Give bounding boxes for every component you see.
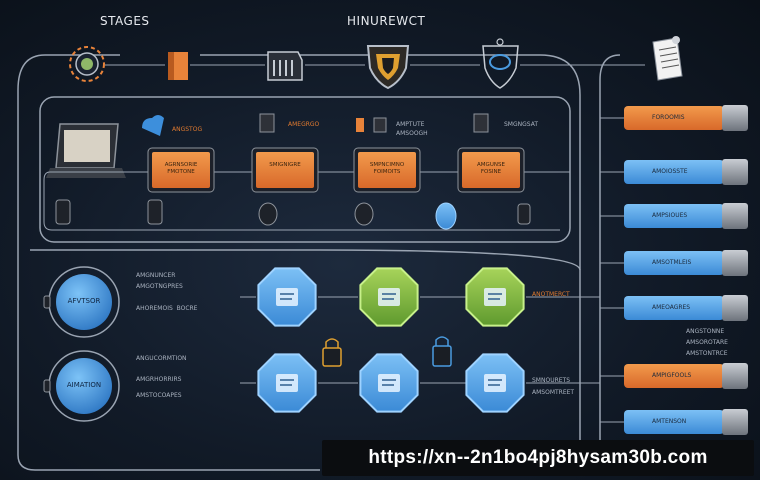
- right-bracket: [599, 54, 621, 453]
- chart-icon: [378, 374, 400, 392]
- folder-icon: [484, 288, 506, 306]
- stage-card-label: AGRNSORIE FMOTONE: [164, 162, 198, 175]
- status-pill: [624, 203, 748, 229]
- status-pill-label: AMOIOSSTE: [652, 168, 688, 175]
- upper-panel: [39, 96, 571, 243]
- octagon-label: SMNOURETS: [532, 377, 571, 384]
- left-text: AMGNUNCER: [136, 272, 176, 279]
- server-icon: [267, 51, 303, 81]
- document-icon: [652, 36, 683, 81]
- octagon-node: [465, 353, 525, 413]
- octagon-node: [257, 267, 317, 327]
- frame-lines: [17, 54, 621, 471]
- status-pill: [624, 409, 748, 435]
- shield-icon: [366, 45, 410, 90]
- padlock-icon: [432, 336, 452, 367]
- process-circles: [43, 266, 120, 422]
- status-pill: [624, 363, 748, 389]
- connector-node: [517, 203, 531, 225]
- connector-node: [55, 199, 71, 225]
- left-text: AMGRHORRIRS: [136, 376, 182, 383]
- octagon-label: AMSOMTREET: [532, 389, 575, 396]
- stage-card-label: SMIGNIGRE: [269, 162, 301, 168]
- connector-node: [147, 199, 163, 225]
- phone-icon: [473, 113, 489, 133]
- folder-icon: [168, 52, 188, 80]
- right-note: AMSTONTRCE: [686, 350, 728, 357]
- stage-card-label: SMPNCIMNO FOIMOITS: [369, 162, 405, 175]
- right-note: AMSOROTARE: [686, 339, 728, 346]
- octagon-node: [359, 267, 419, 327]
- padlock-icon: [322, 338, 342, 367]
- tag-icon: [356, 118, 364, 132]
- center-heading: HINUREWCT: [347, 14, 426, 28]
- chip-icon: [373, 117, 387, 133]
- status-pill-label: AMEOAGRES: [652, 304, 691, 311]
- document-icon: [276, 374, 298, 392]
- process-circle: [43, 350, 120, 422]
- top-label: ANGSTOG: [172, 126, 203, 133]
- stages-heading: STAGES: [100, 14, 150, 28]
- url-banner[interactable]: https://xn--2n1bo4pj8hysam30b.com: [322, 440, 754, 476]
- status-pill-label: AMSOTMLEIS: [652, 259, 692, 266]
- top-label: AMEGRGO: [288, 121, 320, 128]
- status-pill-label: AMTENSON: [652, 418, 687, 425]
- octagon-nodes: [257, 267, 525, 413]
- window-icon: [276, 288, 298, 306]
- status-pill: [624, 159, 748, 185]
- octagon-node: [257, 353, 317, 413]
- status-pill-label: FOROOMIS: [652, 114, 685, 121]
- monitor-icon: [484, 374, 506, 392]
- top-label: AMSOOGH: [396, 130, 428, 137]
- stage-card-label: AMGUNSE FOSINE: [477, 162, 505, 175]
- left-text: AMGOTNGPRES: [136, 283, 183, 290]
- left-frame: [17, 90, 320, 471]
- process-circle-label: AFVTSOR: [67, 297, 101, 305]
- connector-node: [258, 202, 278, 226]
- top-label: SMGNGSAT: [504, 121, 538, 128]
- cloud-shield-icon: [482, 38, 519, 89]
- box-icon: [259, 113, 275, 133]
- right-pill-list: [624, 105, 748, 435]
- gear-icon: [69, 46, 105, 82]
- url-text: https://xn--2n1bo4pj8hysam30b.com: [368, 447, 708, 468]
- top-label: AMPTUTE: [396, 121, 425, 128]
- status-pill: [624, 105, 748, 131]
- octagon-label: ANOTMERCT: [532, 291, 570, 298]
- blue-node-icon: [435, 202, 457, 230]
- stage-card: [251, 147, 319, 193]
- connector-nodes: [55, 199, 531, 226]
- cloud-icon: [142, 115, 164, 136]
- status-pill-label: AMPIGFOOLS: [652, 372, 692, 379]
- left-text: ANGUCORMTION: [136, 355, 187, 362]
- octagon-node: [359, 353, 419, 413]
- process-circle: [43, 266, 120, 338]
- stage-card: [147, 147, 215, 193]
- stage-cards: [147, 147, 525, 193]
- process-circle-label: AIMATION: [66, 381, 102, 389]
- stage-card: [353, 147, 421, 193]
- stage-card: [457, 147, 525, 193]
- right-note: ANGSTONNE: [686, 328, 725, 335]
- status-pill-label: AMPSIOUES: [652, 212, 688, 219]
- left-text: AMSTOCOAPES: [136, 392, 182, 399]
- laptop-icon: [46, 123, 126, 178]
- left-text: AHOREMOIS BOCRE: [136, 305, 198, 312]
- pill-connectors: [600, 117, 624, 423]
- octagon-node: [465, 267, 525, 327]
- status-pill: [624, 295, 748, 321]
- octagon-connectors: [240, 296, 600, 384]
- connector-node: [354, 202, 374, 226]
- cursor-icon: [378, 288, 400, 306]
- status-pill: [624, 250, 748, 276]
- lower-panel: [30, 249, 581, 271]
